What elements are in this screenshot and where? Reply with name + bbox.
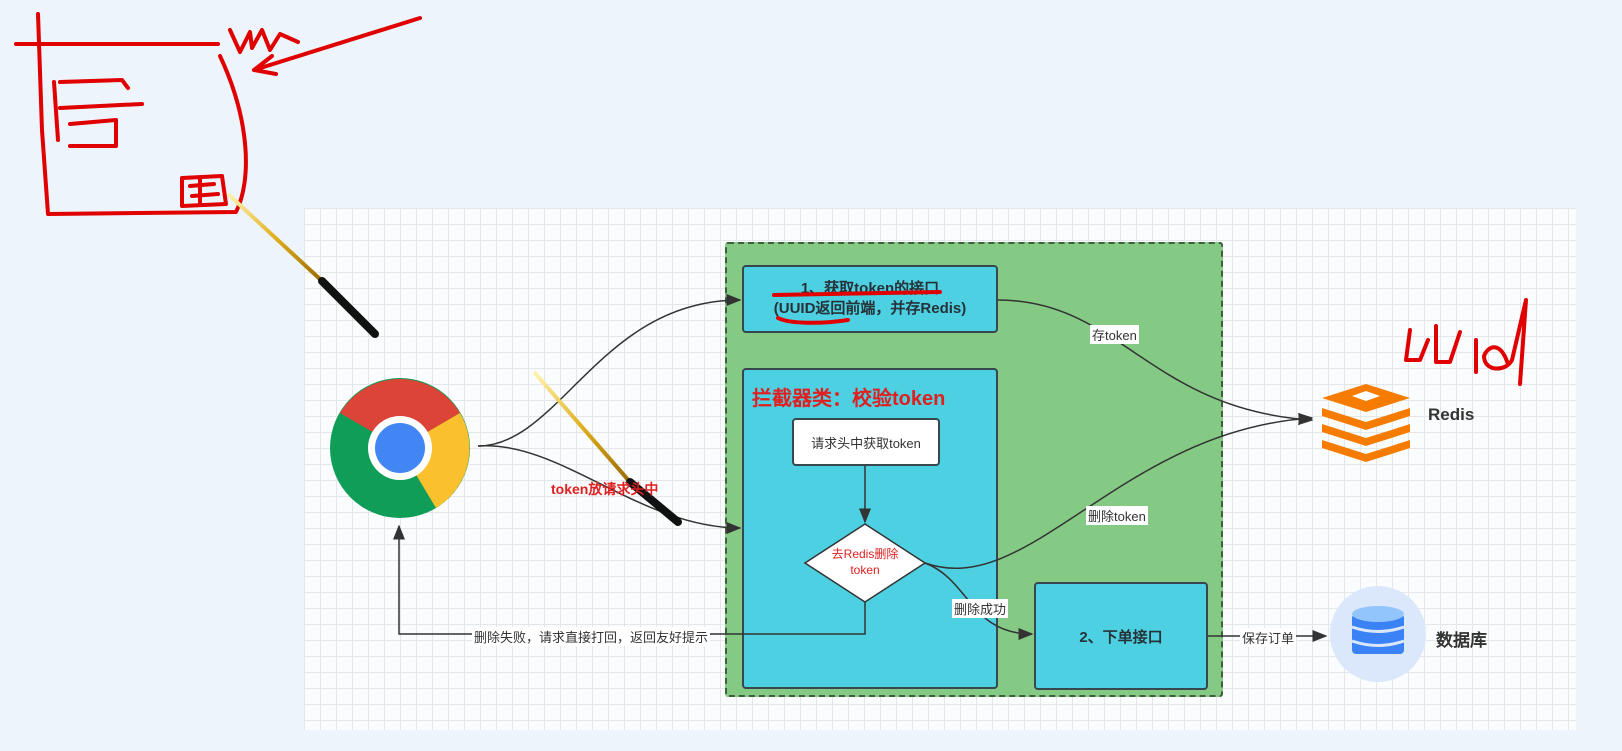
edge-chrome-to-token-api [478,300,740,446]
edge-fail-back-to-chrome [399,526,865,634]
chrome-icon[interactable] [330,378,470,518]
edge-label-save-order: 保存订单 [1240,628,1296,647]
edge-label-store-token: 存token [1090,325,1139,344]
edge-label-delete-token: 删除token [1086,506,1148,525]
edge-token-api-to-redis [998,300,1312,420]
edge-label-token-in-header: token放请求头中 [551,479,658,499]
decision-line1: 去Redis删除 [800,546,930,562]
wand-pointer-2 [534,372,678,522]
redis-icon [1322,384,1410,462]
wand-pointer-1 [228,194,375,334]
edge-label-delete-success: 删除成功 [952,599,1008,618]
redis-label: Redis [1428,405,1474,425]
decision-line2: token [800,562,930,578]
edge-label-delete-fail: 删除失败，请求直接打回，返回友好提示 [472,627,710,646]
database-icon [1330,586,1426,682]
decision-label: 去Redis删除 token [800,546,930,578]
edge-decision-to-redis [925,418,1312,568]
database-label: 数据库 [1436,626,1487,651]
handwriting-annotations [16,14,1526,384]
